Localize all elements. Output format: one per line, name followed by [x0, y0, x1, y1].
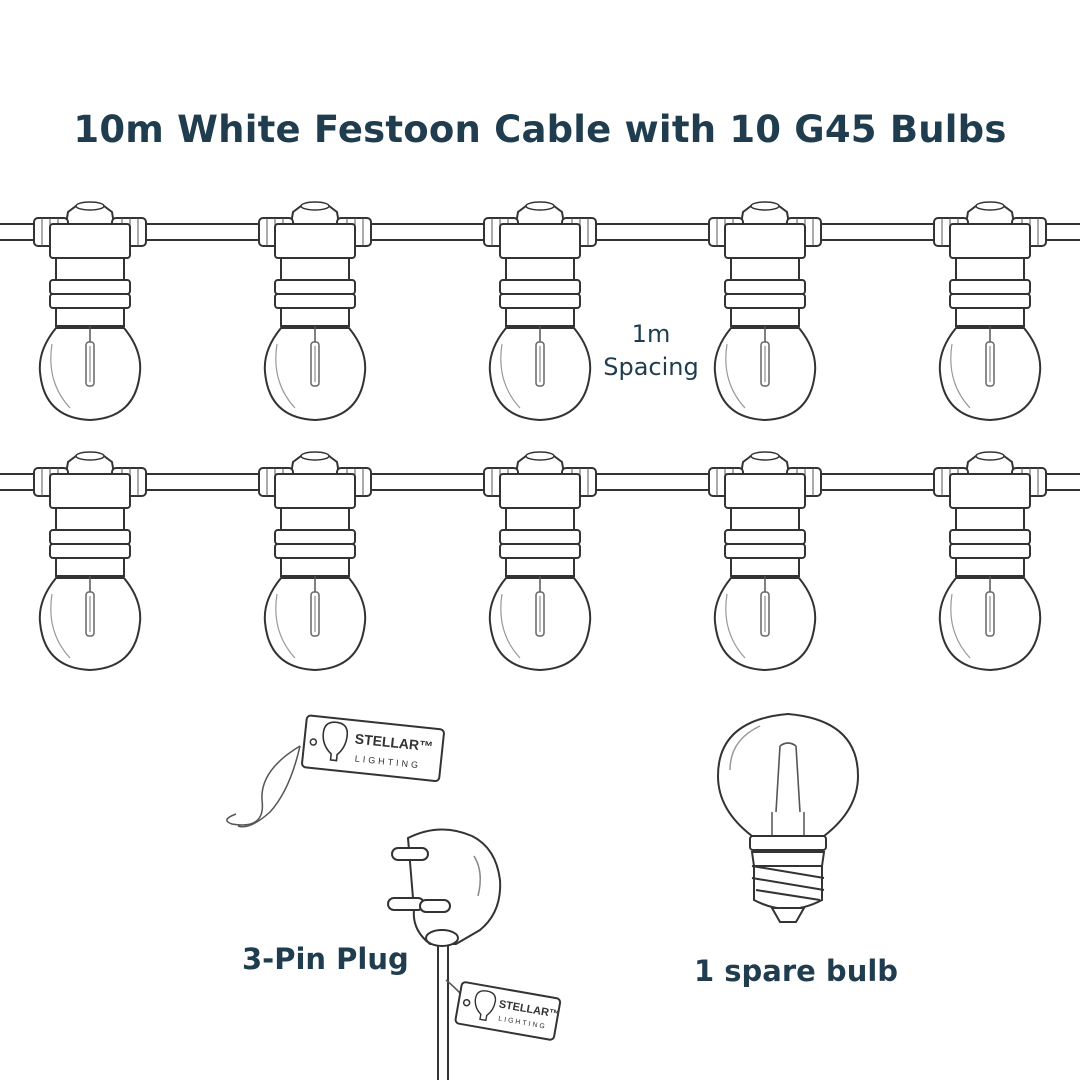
festoon-bulb	[483, 451, 597, 671]
brand-tag-icon: STELLAR™ LIGHTING	[226, 714, 445, 828]
spacing-label: 1m Spacing	[590, 318, 712, 384]
spare-bulb-caption: 1 spare bulb	[694, 954, 899, 988]
festoon-bulb	[708, 201, 822, 421]
spare-bulb-icon	[716, 712, 860, 923]
festoon-row-2	[0, 451, 1080, 671]
spacing-word: Spacing	[603, 353, 699, 381]
festoon-bulb	[258, 451, 372, 671]
festoon-bulb	[933, 201, 1047, 421]
plug-caption: 3-Pin Plug	[242, 942, 409, 976]
festoon-bulb	[708, 451, 822, 671]
festoon-row-1	[0, 201, 1080, 421]
festoon-bulb	[258, 201, 372, 421]
festoon-bulb	[933, 451, 1047, 671]
plug-icon: STELLAR™ LIGHTING	[387, 828, 562, 1080]
spacing-value: 1m	[631, 320, 671, 348]
festoon-bulb	[33, 451, 147, 671]
page-title: 10m White Festoon Cable with 10 G45 Bulb…	[73, 108, 1007, 151]
festoon-bulb	[483, 201, 597, 421]
festoon-bulb	[33, 201, 147, 421]
